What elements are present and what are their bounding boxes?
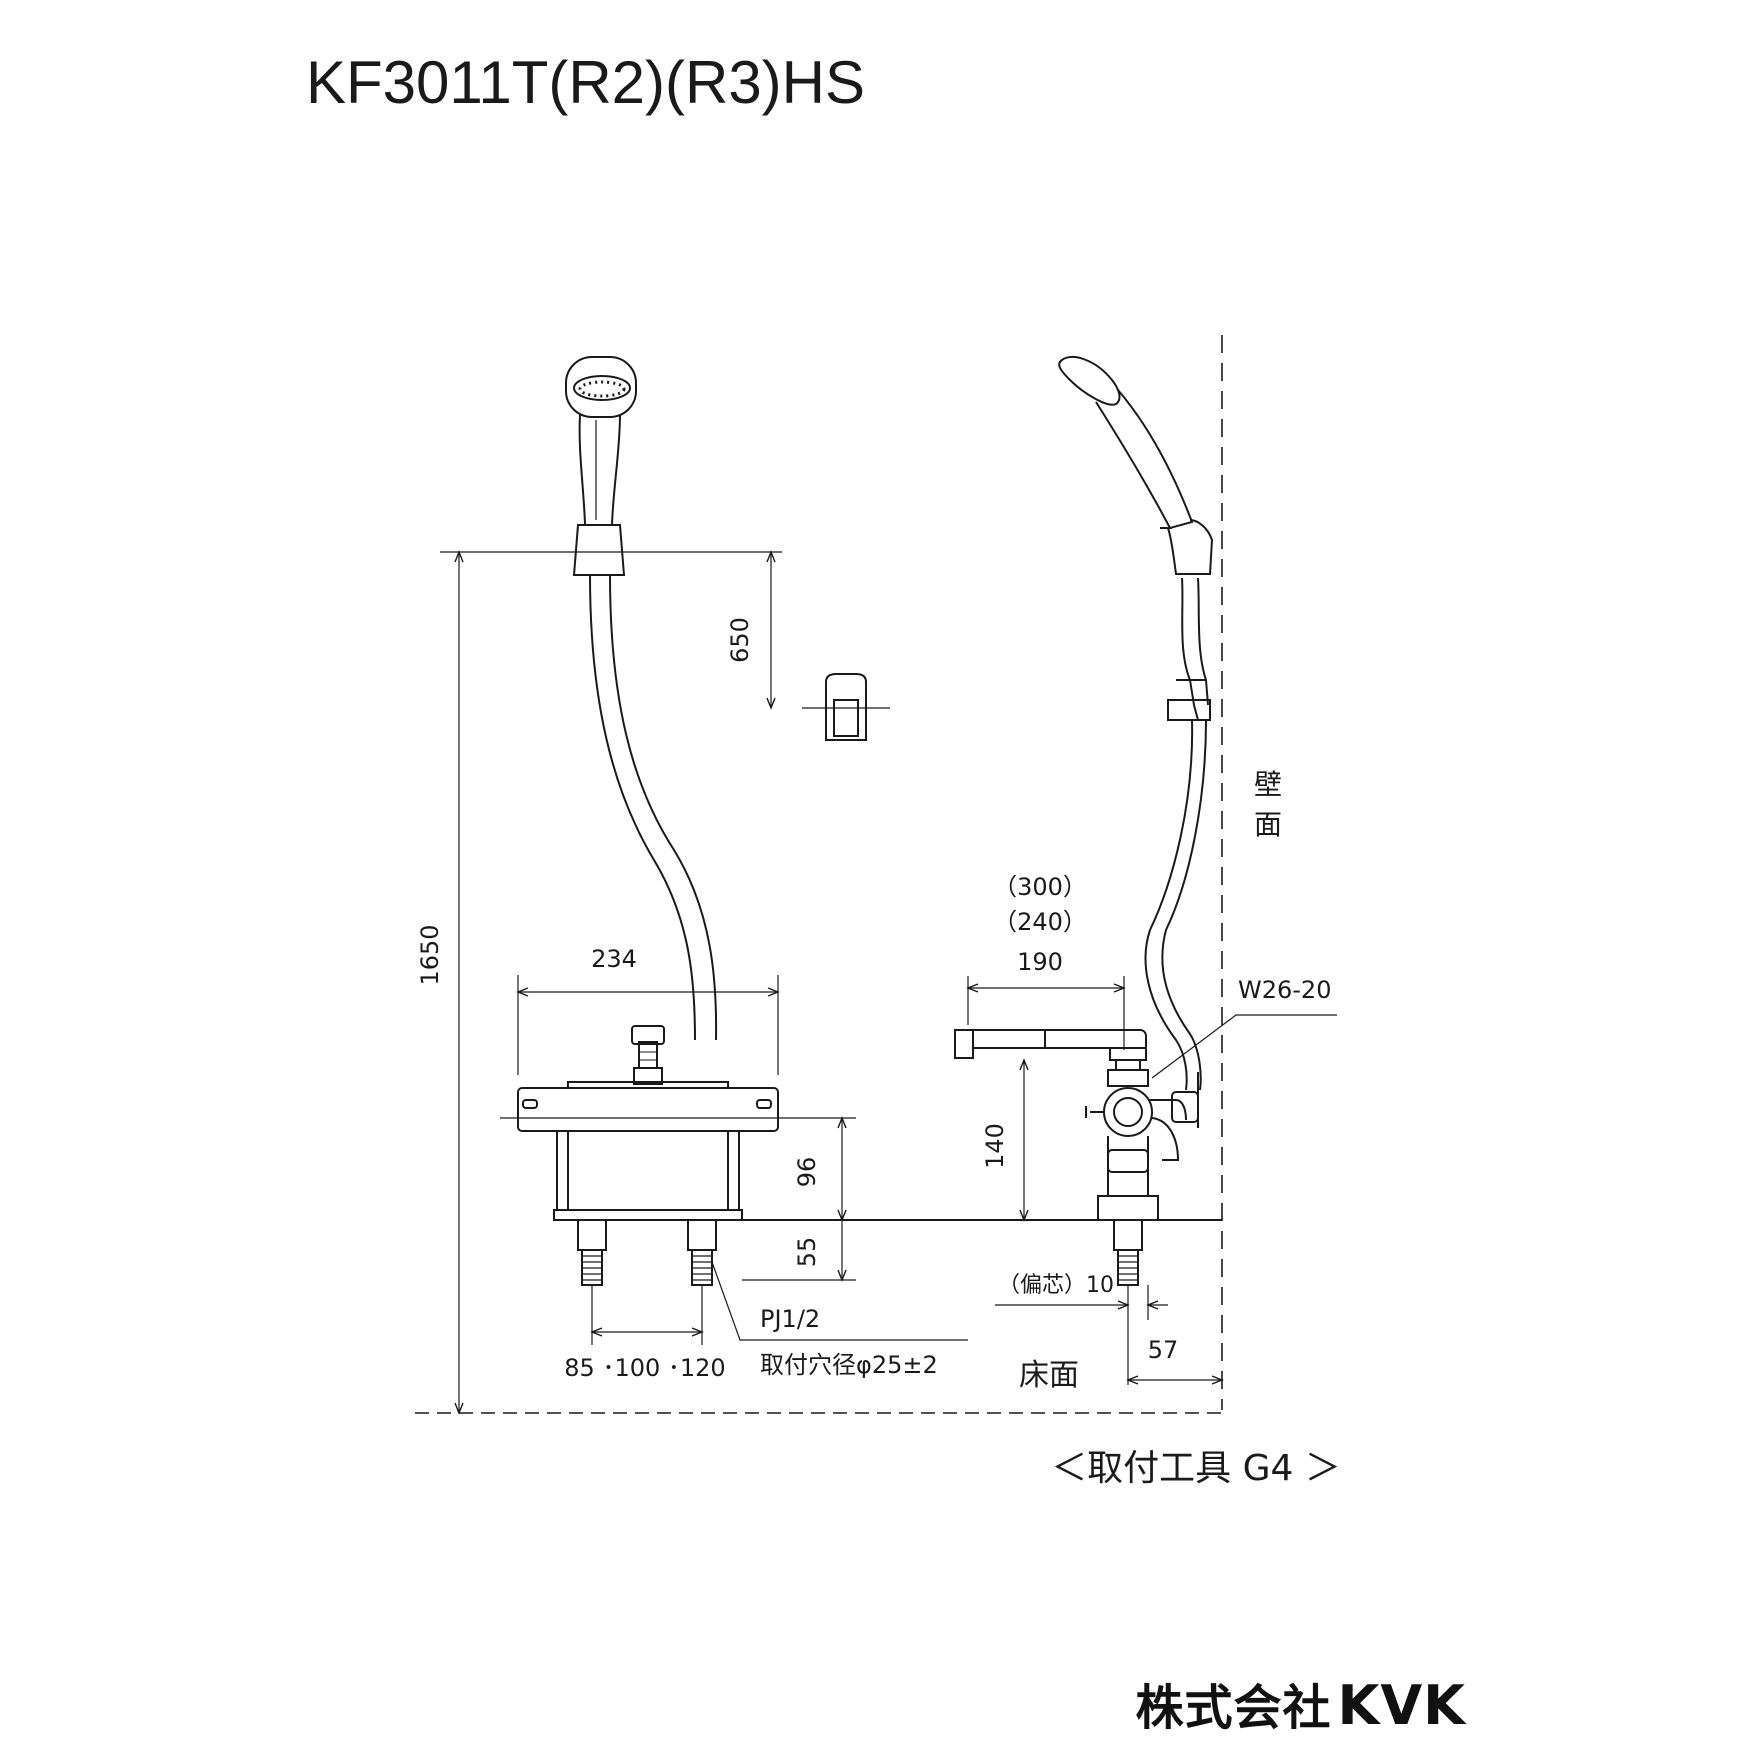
w-thread-label: W26-20 [1238,976,1331,1004]
company-name: 株式会社 [1135,1680,1332,1736]
dim-55-label: 55 [793,1237,821,1268]
dim-300-label: （300） [993,873,1087,901]
mounting-tool-label: ＜取付工具 G4 ＞ [1051,1448,1341,1489]
hose-side [1144,577,1211,1091]
dim-240-label: （240） [993,908,1087,936]
dim-234-label: 234 [591,945,637,973]
kvk-logo: KVK [1337,1674,1466,1737]
model-title: KF3011T(R2)(R3)HS [306,49,866,116]
hose-front [589,574,718,1041]
dim-1650-label: 1650 [416,924,444,985]
dim-190-label: 190 [1017,948,1063,976]
wall-surface-label-bottom: 面 [1254,808,1282,841]
mounting-hole-label: 取付穴径φ25±2 [760,1351,938,1379]
dim-96-label: 96 [793,1157,821,1188]
dim-650-label: 650 [726,617,754,663]
mixer-body-front [517,1025,779,1221]
wall-surface-label-top: 壁 [1254,768,1282,801]
mixer-body-side [954,1029,1199,1221]
mounting-leg-side [1113,1219,1143,1286]
offset-label: （偏芯）10 [998,1273,1114,1298]
dim-57-label: 57 [1148,1336,1179,1364]
mounting-legs-front [577,1219,717,1286]
shower-head-side [1058,355,1214,575]
wall-holder-bracket [802,673,890,741]
shower-head-front [565,356,637,576]
floor-surface-label: 床面 [1019,1358,1079,1393]
pitch-label: 85 ･100 ･120 [564,1354,725,1382]
pj-thread-label: PJ1/2 [760,1305,820,1333]
dim-140-label: 140 [981,1123,1009,1169]
